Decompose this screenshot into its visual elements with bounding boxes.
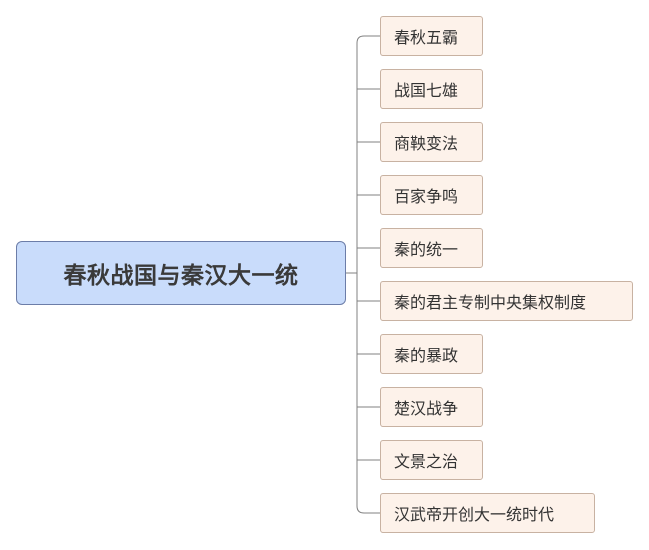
root-topic[interactable]: 春秋战国与秦汉大一统 <box>16 241 346 305</box>
subtopic-label: 商鞅变法 <box>394 134 459 153</box>
subtopic-node[interactable]: 商鞅变法 <box>380 122 483 162</box>
subtopic-node[interactable]: 秦的君主专制中央集权制度 <box>380 281 633 321</box>
subtopic-node[interactable]: 秦的暴政 <box>380 334 483 374</box>
subtopic-node[interactable]: 汉武帝开创大一统时代 <box>380 493 595 533</box>
subtopic-label: 秦的君主专制中央集权制度 <box>394 293 587 312</box>
subtopic-node[interactable]: 楚汉战争 <box>380 387 483 427</box>
root-topic-label: 春秋战国与秦汉大一统 <box>63 262 299 289</box>
subtopic-node[interactable]: 文景之治 <box>380 440 483 480</box>
subtopic-label: 文景之治 <box>394 452 459 471</box>
subtopic-label: 汉武帝开创大一统时代 <box>394 505 555 524</box>
branch-connector <box>356 35 380 44</box>
subtopic-node[interactable]: 战国七雄 <box>380 69 483 109</box>
subtopic-label: 百家争鸣 <box>394 187 459 206</box>
subtopic-node[interactable]: 百家争鸣 <box>380 175 483 215</box>
subtopic-label: 秦的暴政 <box>394 346 459 365</box>
subtopic-node[interactable]: 秦的统一 <box>380 228 483 268</box>
subtopic-label: 战国七雄 <box>394 81 459 100</box>
branch-connector <box>356 505 380 514</box>
subtopic-label: 秦的统一 <box>394 240 459 259</box>
subtopic-label: 楚汉战争 <box>394 399 459 418</box>
subtopic-node[interactable]: 春秋五霸 <box>380 16 483 56</box>
subtopic-label: 春秋五霸 <box>394 28 459 47</box>
